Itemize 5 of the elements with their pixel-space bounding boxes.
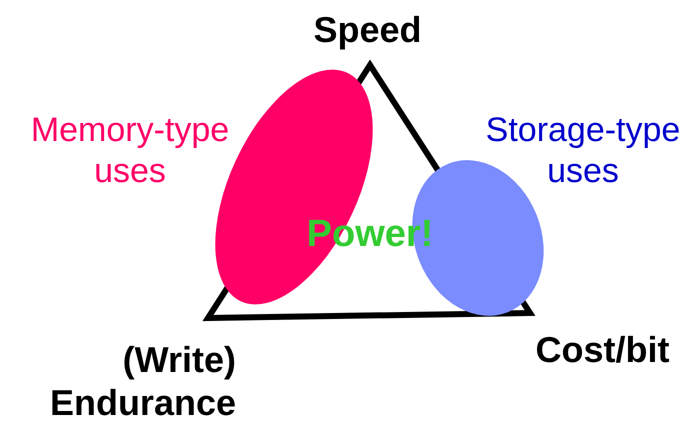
region-label: Memory-type uses	[30, 110, 230, 192]
vertex-label: (Write) Endurance	[48, 338, 236, 424]
vertex-label: Speed	[312, 8, 423, 52]
vertex-label: Cost/bit	[534, 328, 670, 372]
region-label: Storage-type uses	[484, 110, 682, 192]
